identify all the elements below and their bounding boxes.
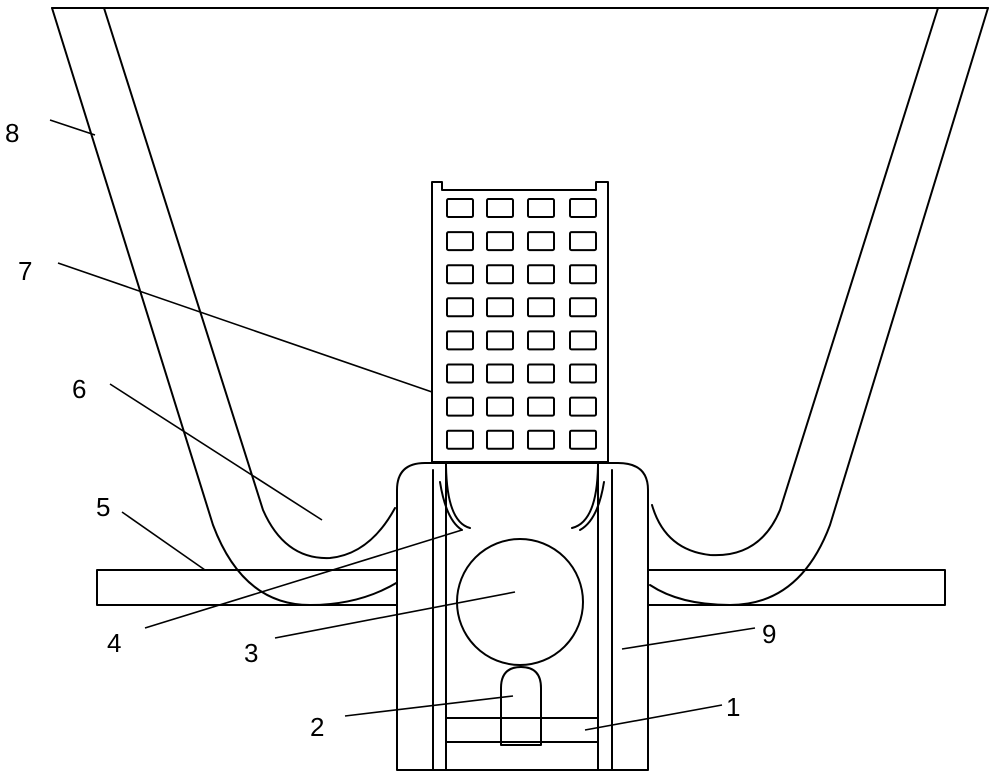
leader-1: [584, 704, 723, 731]
tube-hole: [446, 396, 474, 417]
tube-holes: [446, 198, 597, 450]
leader-4: [144, 529, 463, 629]
tube-hole: [569, 396, 597, 417]
tube-hole: [446, 429, 474, 450]
tube-hole: [569, 429, 597, 450]
right-guide-tip: [579, 481, 605, 531]
plunger: [500, 666, 542, 746]
left-wall-inner: [103, 7, 396, 560]
tube-hole: [527, 396, 555, 417]
left-guide-tip: [439, 481, 463, 531]
leader-2: [344, 695, 514, 717]
tube-hole: [527, 297, 555, 318]
leader-5: [121, 511, 206, 571]
label-1: 1: [726, 692, 740, 722]
tube-hole: [446, 330, 474, 351]
tube-hole: [446, 198, 474, 218]
tube-hole: [527, 330, 555, 351]
leader-6: [109, 383, 323, 521]
tube-hole: [527, 231, 555, 252]
tube-hole: [527, 264, 555, 285]
tube-hole: [446, 363, 474, 384]
tube-hole: [446, 264, 474, 285]
tube-hole: [569, 363, 597, 384]
tube-hole: [446, 297, 474, 318]
tube-hole: [486, 264, 514, 285]
tube-hole: [486, 297, 514, 318]
tube-hole: [569, 198, 597, 218]
label-5: 5: [96, 492, 110, 522]
tube-hole: [486, 198, 514, 218]
tube-hole: [569, 297, 597, 318]
leader-8: [49, 119, 96, 136]
tube-hole: [527, 363, 555, 384]
tube-hole: [486, 396, 514, 417]
leader-3: [274, 591, 516, 639]
leader-7: [57, 262, 433, 393]
tube-hole: [486, 330, 514, 351]
label-2: 2: [310, 712, 324, 742]
leader-9: [621, 627, 756, 650]
tube-hole: [569, 231, 597, 252]
right-wall-inner: [651, 7, 939, 557]
tube-hole: [569, 264, 597, 285]
tube-hole: [569, 330, 597, 351]
right-wall-outer: [649, 7, 989, 606]
label-4: 4: [107, 628, 121, 658]
label-7: 7: [18, 256, 32, 286]
tube-hole: [527, 198, 555, 218]
label-8: 8: [5, 118, 19, 148]
ball: [456, 538, 584, 666]
tube-hole: [486, 231, 514, 252]
tube-hole: [486, 363, 514, 384]
label-6: 6: [72, 374, 86, 404]
right-guide-curve: [571, 465, 599, 529]
perforated-tube: [431, 181, 609, 463]
tube-hole: [446, 231, 474, 252]
tube-hole: [486, 429, 514, 450]
label-3: 3: [244, 638, 258, 668]
left-guide-curve: [445, 465, 471, 529]
tube-hole: [527, 429, 555, 450]
label-9: 9: [762, 619, 776, 649]
left-wall-outer: [51, 7, 399, 606]
